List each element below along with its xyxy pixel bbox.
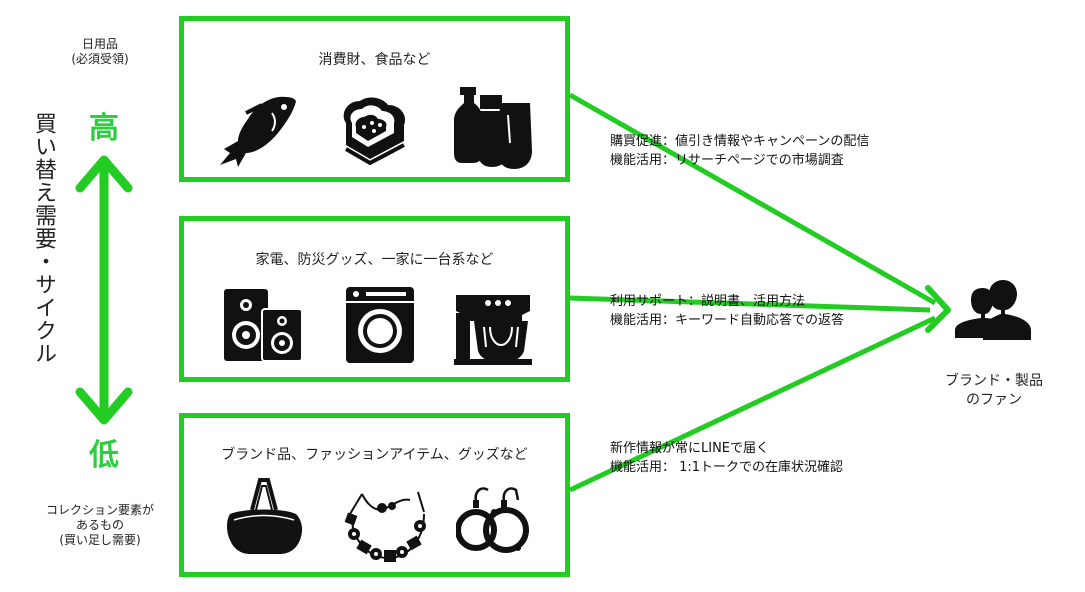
category-box-fashion: ブランド品、ファッションアイテム、グッズなど — [179, 413, 570, 577]
users-icon — [955, 280, 1031, 340]
bottom-note-line: (買い足し需要) — [59, 533, 141, 547]
info-line: 新作情報が常にLINEで届く — [610, 441, 770, 456]
category-box-consumables: 消費財、食品など — [179, 16, 570, 182]
info-fashion: 新作情報が常にLINEで届く 機能活用： 1:1トークでの在庫状況確認 — [610, 439, 843, 477]
level-high: 高 — [89, 111, 119, 146]
info-line: 購買促進：値引き情報やキャンペーンの配信 — [610, 134, 870, 149]
fan-label-line: のファン — [966, 392, 1022, 408]
info-line: 機能活用：キーワード自動応答での返答 — [610, 313, 845, 328]
fan-arrows — [568, 92, 937, 493]
info-consumables: 購買促進：値引き情報やキャンペーンの配信 機能活用：リサーチページでの市場調査 — [610, 132, 869, 170]
mixer-icon — [454, 295, 532, 365]
bottom-note-line: コレクション要素が — [45, 503, 154, 517]
handbag-icon — [227, 478, 303, 554]
info-appliances: 利用サポート：説明書、活用方法 機能活用：キーワード自動応答での返答 — [610, 292, 844, 330]
box-title: ブランド品、ファッションアイテム、グッズなど — [221, 447, 528, 463]
category-box-appliances: 家電、防災グッズ、一家に一台系など — [179, 216, 570, 382]
box-title: 家電、防災グッズ、一家に一台系など — [255, 252, 494, 268]
washing-machine-icon — [346, 287, 414, 363]
earrings-icon — [456, 487, 529, 553]
bottom-note-line: あるもの — [75, 518, 124, 532]
necklace-icon — [344, 491, 426, 562]
box-title: 消費財、食品など — [318, 52, 431, 68]
info-line: 機能活用： 1:1トークでの在庫状況確認 — [610, 460, 844, 475]
info-line: 利用サポート：説明書、活用方法 — [610, 294, 806, 309]
vertical-title: 買い替え需要・サイクル — [31, 112, 56, 365]
fan-label-line: ブランド・製品 — [945, 373, 1043, 389]
top-note: 日用品 (必須受領) — [50, 37, 150, 67]
top-note-line: (必須受領) — [71, 52, 129, 66]
bottom-note: コレクション要素が あるもの (買い足し需要) — [30, 503, 170, 548]
fish-icon — [220, 96, 296, 167]
toast-icon — [343, 97, 406, 166]
top-note-line: 日用品 — [81, 37, 118, 51]
level-low: 低 — [89, 438, 119, 473]
fan-arrow-head — [925, 285, 951, 333]
info-line: 機能活用：リサーチページでの市場調査 — [610, 153, 844, 168]
speaker-icon — [224, 289, 303, 362]
bottles-icon — [454, 87, 532, 169]
fan-label: ブランド・製品 のファン — [934, 372, 1054, 410]
vertical-double-arrow — [75, 155, 133, 425]
